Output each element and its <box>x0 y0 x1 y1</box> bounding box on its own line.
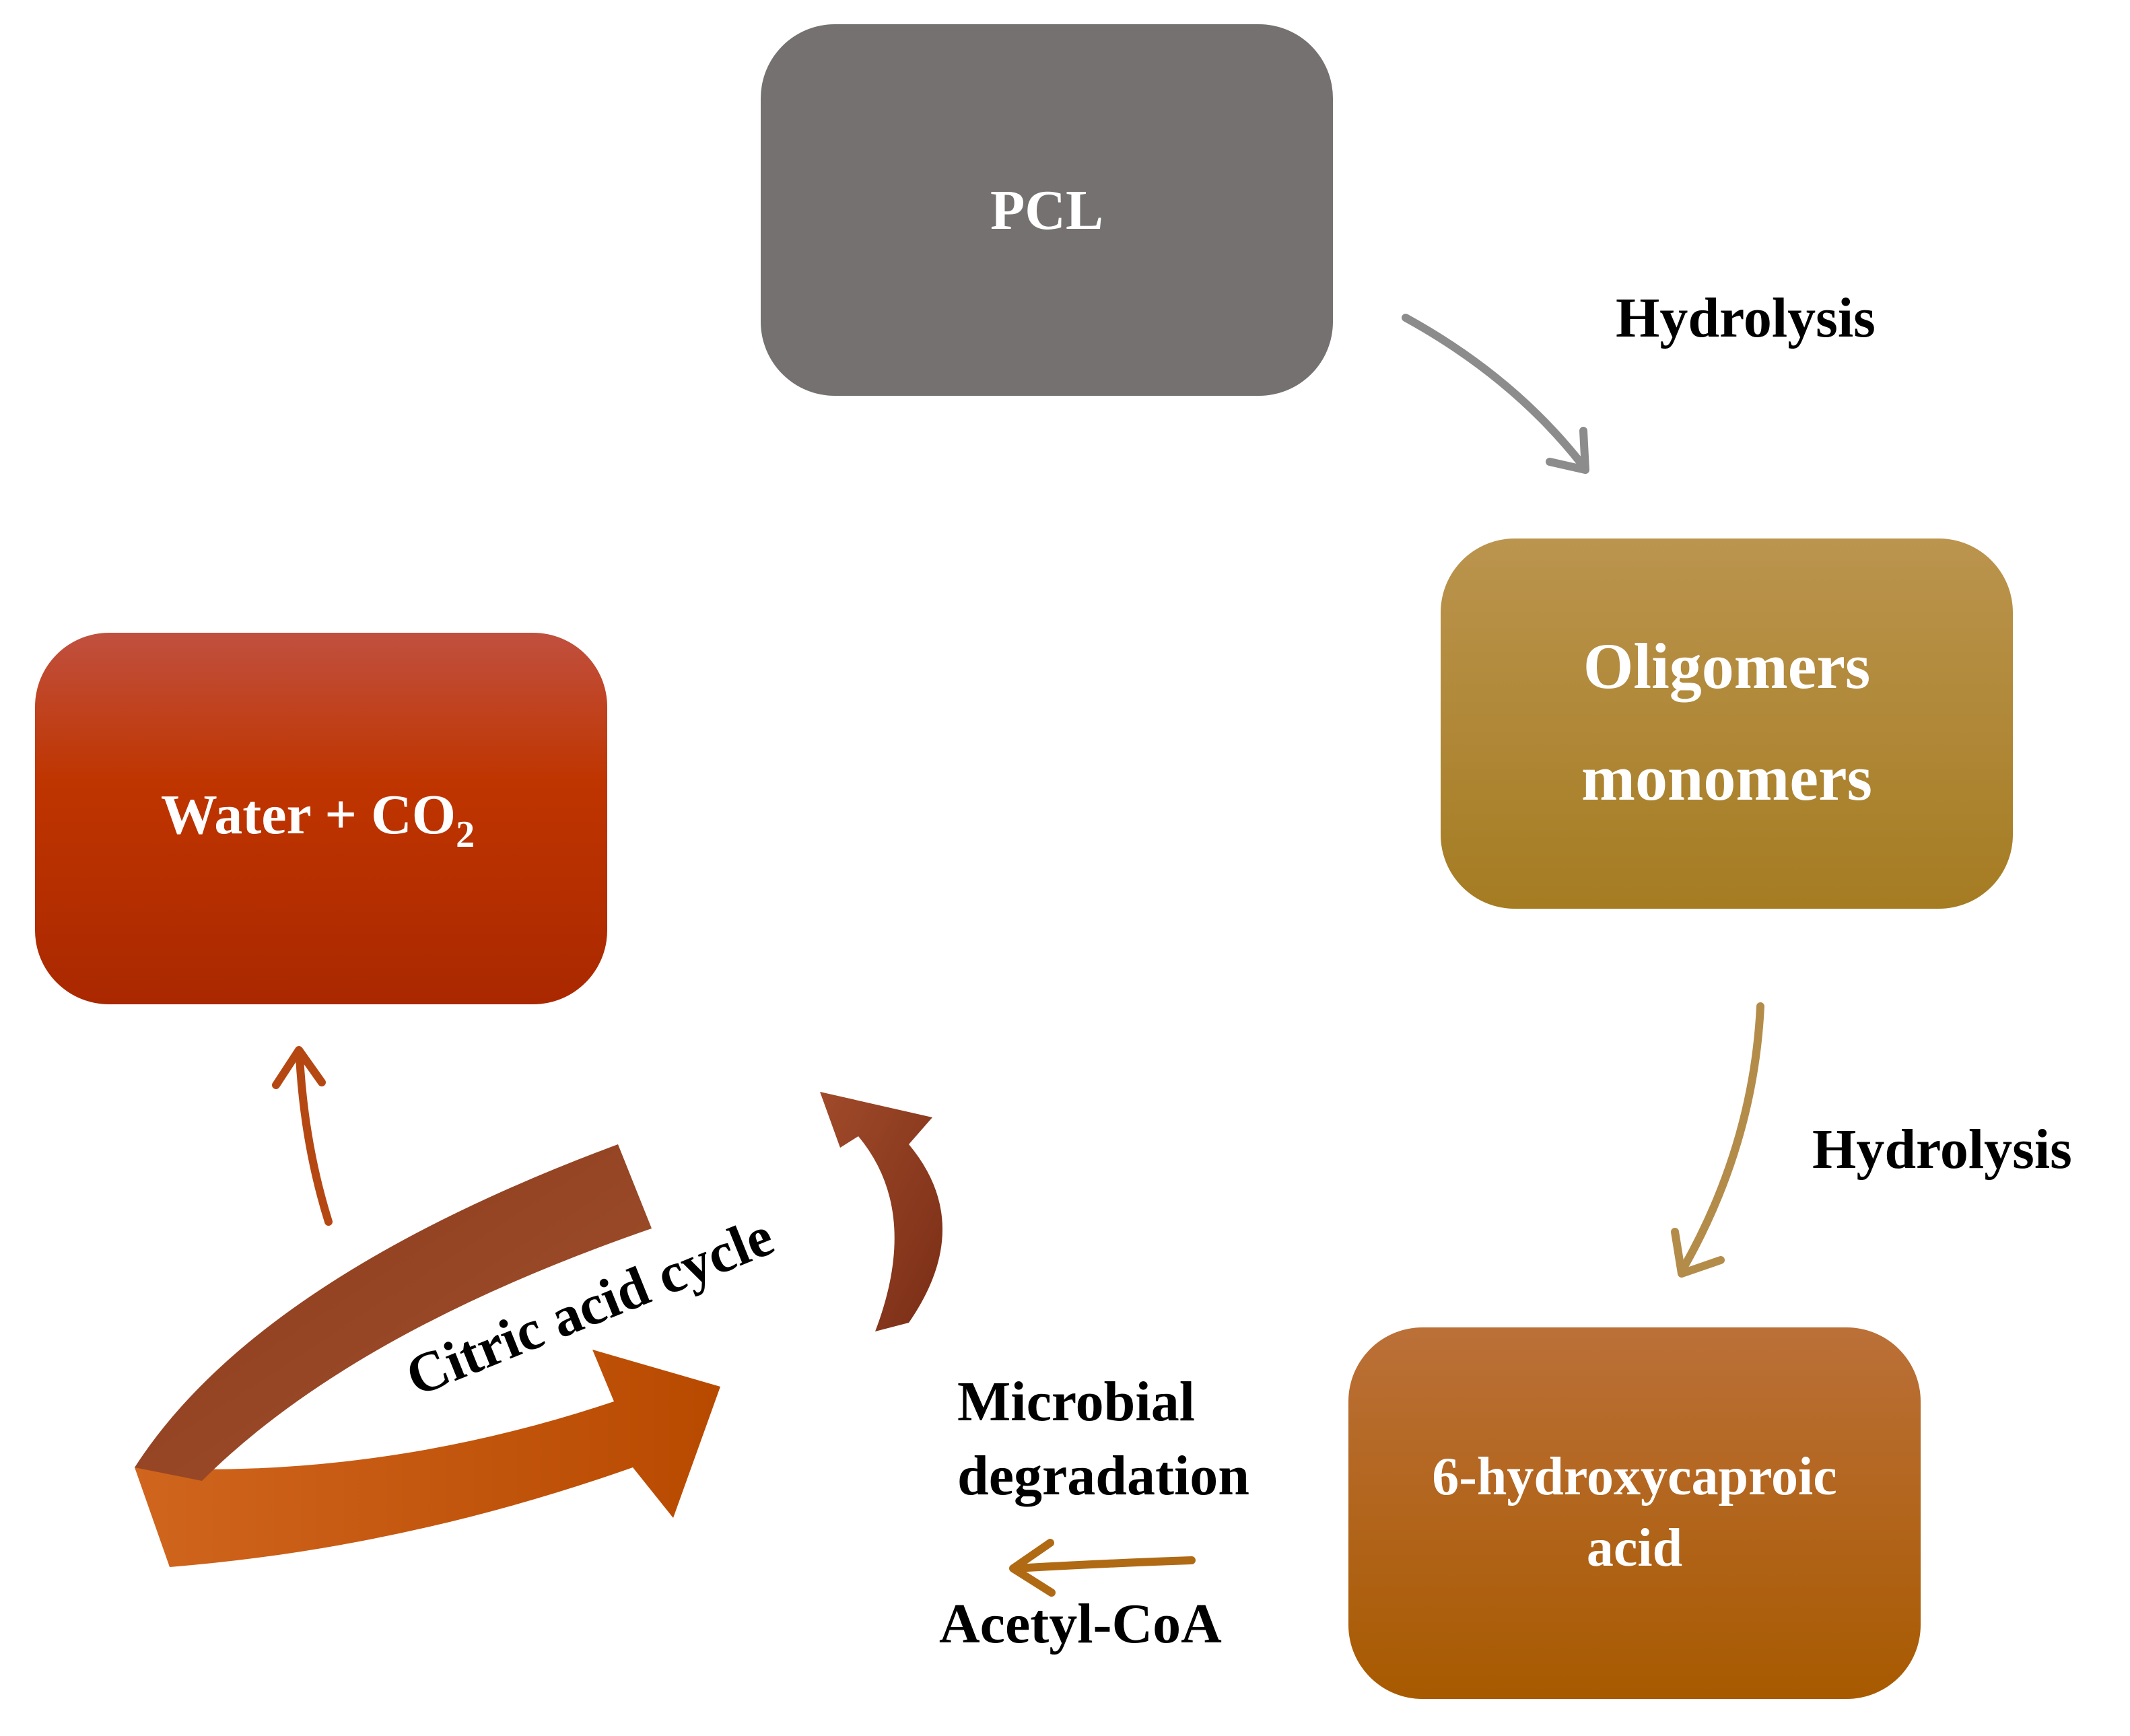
cycle-ribbon-lower <box>135 1350 720 1567</box>
hydrolysis-arrow-1-head <box>1546 427 1589 474</box>
to-water-arrow-shaft <box>296 1053 333 1226</box>
hydrolysis-arrow-2-shaft <box>1679 1002 1764 1273</box>
water-co2-box <box>35 633 607 1004</box>
hydrolysis-arrow-2 <box>1671 1002 1764 1278</box>
hydrolysis-arrow-1 <box>1402 314 1589 474</box>
microbial-label-line1: Microbial <box>957 1370 1195 1433</box>
cycle-curl-arrow <box>820 1092 942 1331</box>
acetyl-coa-label: Acetyl-CoA <box>939 1593 1222 1655</box>
hydroxycaproic-label-line1: 6-hydroxycaproic <box>1432 1447 1836 1506</box>
microbial-label-line2: degradation <box>957 1445 1249 1507</box>
to-water-arrow <box>272 1046 333 1226</box>
pcl-label: PCL <box>990 179 1103 242</box>
hydroxycaproic-label-line2: acid <box>1587 1519 1682 1578</box>
hydroxycaproic-node: 6-hydroxycaproic acid <box>1348 1327 1921 1699</box>
hydroxycaproic-box <box>1348 1327 1921 1699</box>
microbial-arrow-head <box>1009 1539 1056 1597</box>
water-co2-subscript: 2 <box>456 814 475 856</box>
citric-acid-cycle-graphic: Citric acid cycle <box>135 1092 942 1567</box>
microbial-degradation-arrow <box>1009 1539 1196 1597</box>
pcl-node: PCL <box>761 24 1333 396</box>
hydrolysis-label-2: Hydrolysis <box>1812 1118 2072 1181</box>
hydrolysis-label-1: Hydrolysis <box>1616 287 1876 349</box>
hydrolysis-arrow-2-head <box>1671 1228 1725 1278</box>
water-co2-node: Water + CO2 <box>35 633 607 1004</box>
cycle-ribbon-upper <box>135 1144 652 1481</box>
water-co2-label: Water + CO2 <box>161 784 475 856</box>
to-water-arrow-head <box>272 1046 326 1089</box>
oligomers-label-line2: monomers <box>1581 742 1872 814</box>
hydrolysis-arrow-1-shaft <box>1402 314 1586 468</box>
pcl-box <box>761 24 1333 396</box>
oligomers-label-line1: Oligomers <box>1583 630 1871 702</box>
water-co2-main-text: Water + CO <box>161 784 456 846</box>
oligomers-box <box>1441 539 2013 909</box>
oligomers-node: Oligomers monomers <box>1441 539 2013 909</box>
microbial-arrow-shaft <box>1011 1556 1196 1572</box>
